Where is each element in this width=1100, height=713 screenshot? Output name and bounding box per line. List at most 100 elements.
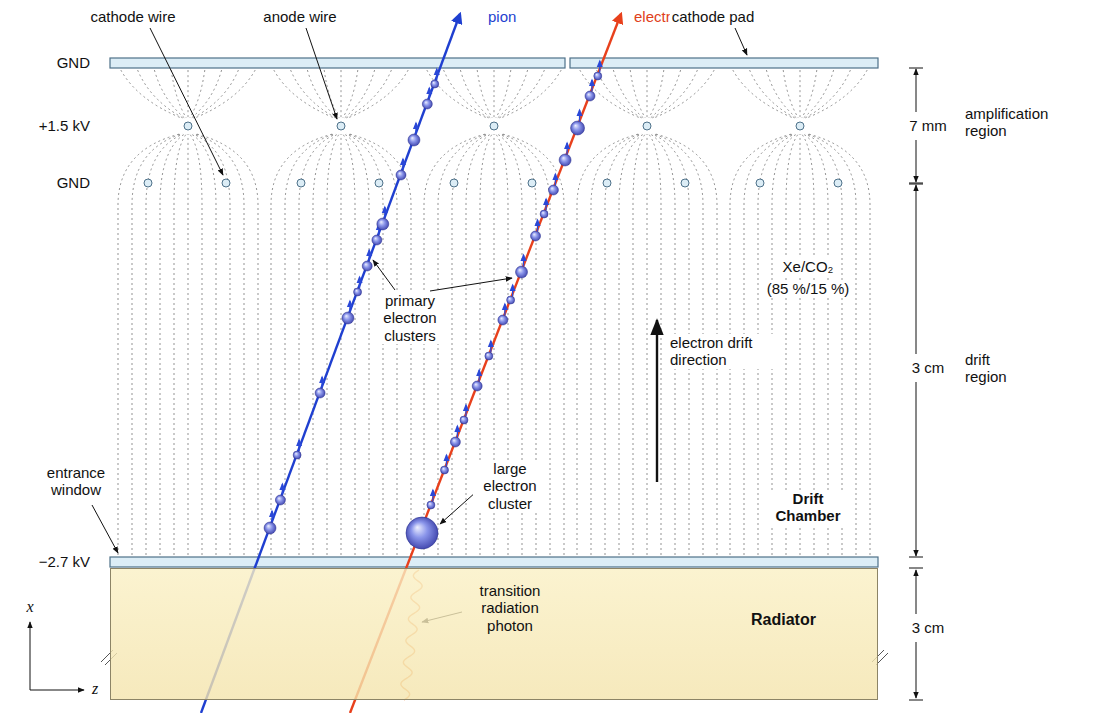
drift-arrow-small [545, 199, 546, 210]
leader-line [440, 492, 476, 524]
field-line [805, 70, 850, 118]
field-line [613, 70, 643, 118]
drift-arrow-small [415, 123, 416, 134]
electron-cluster [377, 218, 389, 230]
wire [528, 179, 536, 187]
label: cathode wire [88, 8, 177, 25]
drift-arrow-small [359, 277, 360, 288]
electron-cluster [585, 91, 595, 101]
field-line [344, 70, 374, 118]
drift-arrow-small [271, 511, 272, 522]
field-line [313, 134, 338, 555]
drift-arrow-small [349, 301, 350, 312]
field-line [191, 134, 216, 555]
electron-cluster [450, 437, 460, 447]
field-line [138, 70, 183, 118]
field-line [324, 70, 339, 118]
label: large electron cluster [473, 460, 547, 512]
drift-arrow-small [432, 490, 433, 501]
field-line [444, 70, 489, 118]
dimension-line [916, 69, 917, 112]
field-line [195, 134, 244, 555]
field-line [341, 134, 342, 555]
drift-arrow-small [402, 159, 403, 170]
electron-cluster [594, 72, 602, 80]
field-line [343, 134, 355, 555]
electron-cluster [422, 99, 432, 109]
field-line [497, 70, 527, 118]
leader-line [92, 505, 118, 553]
label: pion [486, 8, 518, 25]
label: cathode pad [670, 8, 757, 25]
wire [834, 179, 842, 187]
label: GND [55, 54, 92, 71]
field-line [650, 70, 680, 118]
electron-cluster [315, 388, 325, 398]
drift-arrow-small [384, 207, 385, 218]
field-line [647, 134, 648, 555]
dimension-tick [909, 184, 923, 185]
leader-line [373, 260, 395, 290]
label: electron drift direction [668, 334, 782, 369]
drift-arrow-small [282, 484, 283, 495]
field-line [633, 134, 645, 555]
wires [144, 122, 842, 187]
field-line [174, 134, 186, 555]
field-line [803, 70, 833, 118]
electron-cluster [431, 80, 439, 88]
wire [756, 179, 764, 187]
drift-arrow-small [591, 80, 592, 91]
field-line [348, 134, 397, 555]
label: Drift Chamber [770, 490, 846, 525]
drift-arrow [656, 320, 658, 482]
field-line [154, 70, 184, 118]
label: x [24, 598, 35, 616]
electron-cluster [362, 261, 372, 271]
field-line [654, 70, 714, 118]
label: (85 %/15 %) [765, 280, 852, 297]
drift-arrow-small [457, 426, 458, 437]
field-line [597, 70, 642, 118]
electron-cluster [472, 381, 482, 391]
label: primary electron clusters [372, 292, 448, 344]
axis-z [30, 690, 84, 691]
wire [796, 122, 804, 130]
field-line [271, 134, 333, 555]
field-line [188, 134, 189, 555]
drift-arrow-small [579, 110, 580, 121]
field-line [348, 70, 408, 118]
field-line [802, 70, 817, 118]
drift-arrow-small [465, 405, 466, 416]
dimension-line [916, 642, 917, 698]
electron-cluster [485, 352, 493, 360]
field-line [188, 70, 189, 118]
wire [222, 179, 230, 187]
entrance-window [110, 557, 878, 567]
cathode-pad-plate [570, 58, 878, 68]
electron-cluster [441, 466, 449, 474]
dimension-line [916, 185, 917, 354]
leader-line [735, 28, 747, 55]
wire [643, 122, 651, 130]
dimension-tick [909, 568, 923, 569]
electron-cluster [342, 312, 354, 324]
field-line [619, 134, 644, 555]
electron-cluster [548, 185, 558, 195]
field-line [807, 70, 867, 118]
field-line [647, 70, 648, 118]
field-line [580, 70, 640, 118]
electron-cluster [507, 296, 515, 304]
field-line [344, 134, 369, 555]
field-line [341, 70, 342, 118]
wire [450, 179, 458, 187]
label: GND [55, 174, 92, 191]
large-cluster [406, 517, 438, 549]
wire [490, 122, 498, 130]
leader-line [430, 278, 512, 291]
electron-cluster [559, 154, 571, 166]
electron-cluster [293, 451, 301, 459]
field-line [577, 134, 639, 555]
node-text: Radiator [751, 611, 816, 629]
electron-cluster [372, 235, 382, 245]
